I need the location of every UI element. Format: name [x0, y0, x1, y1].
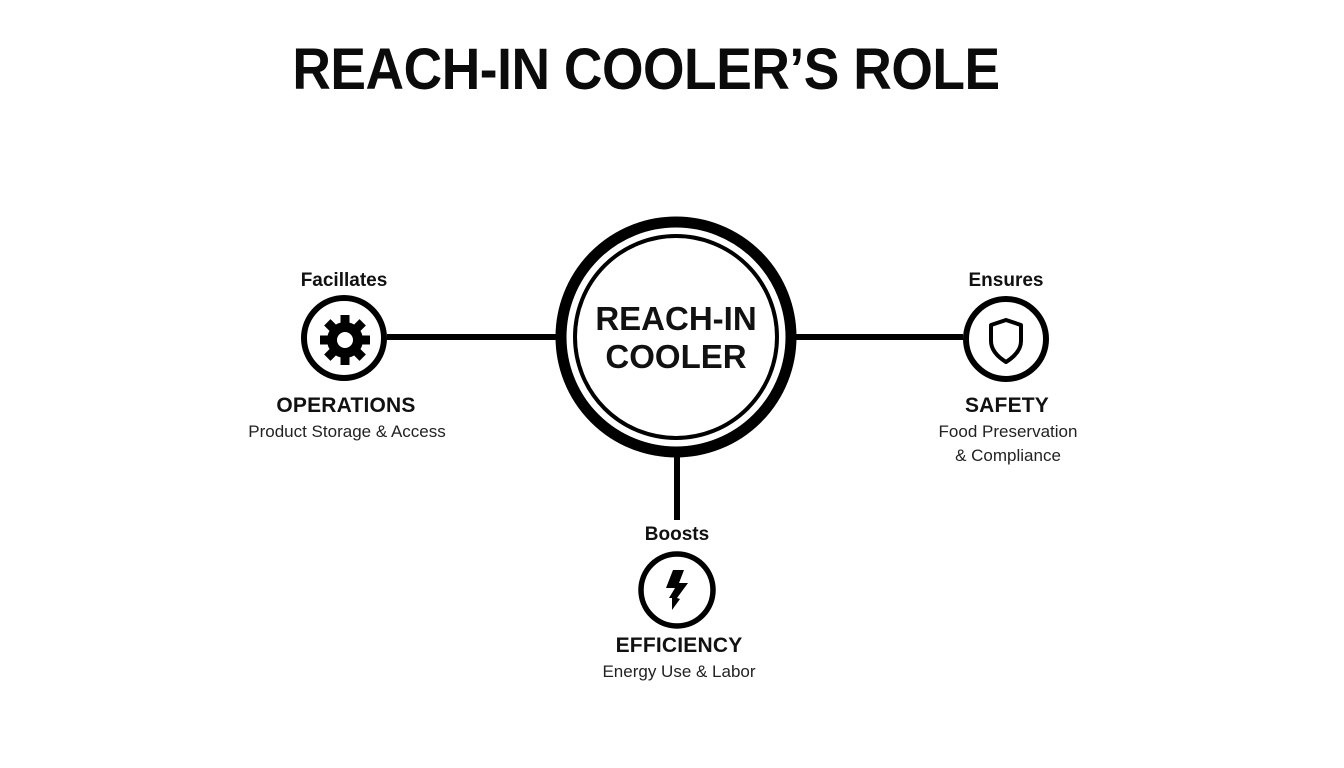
central-hub	[555, 216, 797, 458]
node-operations	[301, 295, 387, 381]
operations-verb: Facillates	[300, 270, 388, 291]
operations-title: OPERATIONS	[276, 394, 416, 417]
node-safety	[963, 296, 1049, 382]
safety-verb: Ensures	[968, 270, 1044, 291]
central-hub-label: REACH-IN COOLER	[556, 300, 796, 376]
gear-icon	[320, 315, 370, 365]
safety-desc-line2: & Compliance	[955, 446, 1061, 465]
diagram-title: REACH-IN COOLER’S ROLE	[292, 37, 1000, 102]
efficiency-verb: Boosts	[644, 524, 710, 545]
lightning-bolt-icon	[666, 570, 688, 610]
node-efficiency	[638, 551, 716, 629]
efficiency-desc: Energy Use & Labor	[602, 662, 756, 681]
operations-desc: Product Storage & Access	[248, 422, 446, 441]
safety-desc-line1: Food Preservation	[938, 422, 1078, 441]
central-hub-line1: REACH-IN	[595, 300, 757, 337]
safety-title: SAFETY	[964, 394, 1050, 417]
shield-icon	[989, 318, 1023, 364]
central-hub-line2: COOLER	[605, 338, 747, 375]
efficiency-title: EFFICIENCY	[615, 634, 743, 657]
